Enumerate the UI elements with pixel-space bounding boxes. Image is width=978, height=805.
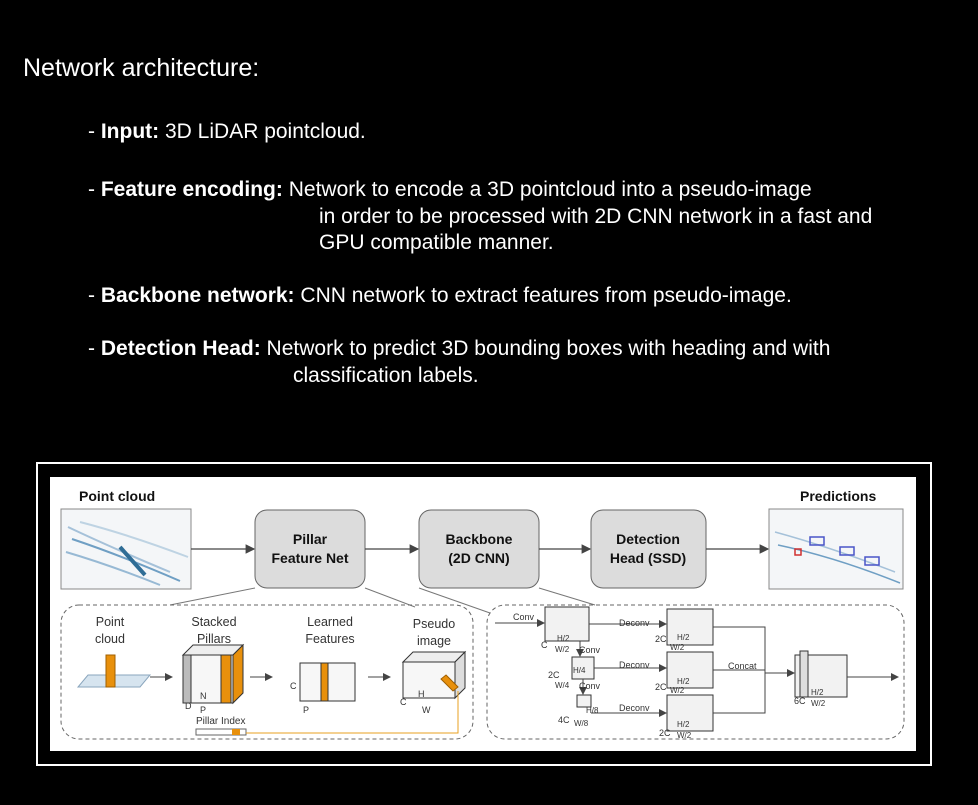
dim-6c: 6C: [794, 696, 806, 706]
architecture-figure: Point cloud Pillar Feature Net Backbone …: [50, 477, 916, 751]
detection-head-label: Head (SSD): [610, 550, 686, 566]
axis-label-n: N: [200, 691, 207, 701]
stacked-pillars-cube: [181, 643, 245, 705]
bullet-text: 3D LiDAR pointcloud.: [165, 120, 366, 143]
pseudo-image-cube: [401, 650, 467, 700]
dim-h4: H/4: [573, 666, 586, 675]
pointpillars-diagram: Point cloud Pillar Feature Net Backbone …: [60, 488, 905, 740]
bullet-continuation: classification labels.: [293, 364, 479, 387]
connector-line: [169, 587, 256, 606]
detection-head-box: [590, 509, 707, 589]
pillar-index-label: Pillar Index: [196, 716, 245, 727]
stacked-pillars-label: Stacked: [191, 615, 236, 629]
bullet-continuation: GPU compatible manner.: [319, 231, 554, 254]
figure-frame: [36, 462, 932, 766]
dim-h2: H/2: [677, 720, 690, 729]
pillar-index-connector: [246, 691, 459, 734]
backbone-label: (2D CNN): [448, 550, 509, 566]
bullet-detection-head: - Detection Head: Network to predict 3D …: [88, 335, 830, 362]
axis-label-c: C: [400, 697, 407, 707]
bullet-label: Input:: [100, 120, 160, 143]
conv-label: Conv: [579, 681, 601, 691]
stacked-pillars-label: Pillars: [197, 632, 231, 646]
pseudo-image-label: Pseudo: [413, 617, 455, 631]
dim-w2: W/2: [670, 643, 685, 652]
dim-w4: W/4: [555, 681, 570, 690]
pillar-index-bar: [195, 728, 247, 736]
bullet-dash: -: [88, 337, 95, 360]
backbone-detail: [486, 604, 905, 740]
sub-point-cloud-label: cloud: [95, 632, 125, 646]
lidar-scan-icon: [65, 521, 189, 586]
bullet-dash: -: [88, 178, 95, 201]
deconv-label: Deconv: [619, 660, 650, 670]
conv-label: Conv: [579, 645, 601, 655]
learned-features-block: [299, 662, 356, 702]
axis-label-d: D: [185, 701, 192, 711]
dim-w2: W/2: [677, 731, 692, 740]
bullet-dash: -: [88, 284, 95, 307]
bullet-text: Network to predict 3D bounding boxes wit…: [266, 337, 831, 360]
detection-head-label: Detection: [616, 531, 680, 547]
axis-label-c: C: [290, 681, 297, 691]
dim-2c: 2C: [548, 670, 560, 680]
pillar-feature-net-box: [254, 509, 366, 589]
connector-line: [418, 587, 491, 614]
axis-label-p: P: [200, 705, 206, 715]
backbone-blocks: [544, 606, 848, 732]
learned-features-label: Features: [305, 632, 354, 646]
deconv-label: Deconv: [619, 703, 650, 713]
dim-h8: H/8: [586, 706, 599, 715]
dim-h2: H/2: [811, 688, 824, 697]
dim-2c: 2C: [655, 682, 667, 692]
bullet-label: Backbone network:: [100, 284, 295, 307]
bullet-text: Network to encode a 3D pointcloud into a…: [288, 178, 812, 201]
axis-label-p: P: [303, 705, 309, 715]
dim-h2: H/2: [677, 677, 690, 686]
point-cloud-title: Point cloud: [79, 488, 155, 504]
dim-w2: W/2: [811, 699, 826, 708]
dim-h2: H/2: [677, 633, 690, 642]
dim-w2: W/2: [555, 645, 570, 654]
dim-2c: 2C: [659, 728, 671, 738]
dim-w2: W/2: [670, 686, 685, 695]
pillar-feature-net-label: Feature Net: [271, 550, 348, 566]
mini-point-cloud-icon: [76, 654, 152, 688]
pillar-feature-net-detail: [60, 604, 474, 740]
bullet-dash: -: [88, 120, 95, 143]
dim-4c: 4C: [558, 715, 570, 725]
bullet-text: CNN network to extract features from pse…: [300, 284, 792, 307]
axis-label-w: W: [422, 705, 431, 715]
learned-features-label: Learned: [307, 615, 353, 629]
bullet-label: Detection Head:: [100, 337, 261, 360]
dim-h2: H/2: [557, 634, 570, 643]
dim-w8: W/8: [574, 719, 589, 728]
sub-point-cloud-label: Point: [96, 615, 125, 629]
bullet-continuation: in order to be processed with 2D CNN net…: [319, 205, 873, 228]
predictions-title: Predictions: [800, 488, 876, 504]
slide-heading: Network architecture:: [23, 54, 260, 82]
dim-2c: 2C: [655, 634, 667, 644]
bullet-backbone: - Backbone network: CNN network to extra…: [88, 282, 792, 309]
axis-label-h: H: [418, 689, 425, 699]
dim-c: C: [541, 640, 548, 650]
conv-label: Conv: [513, 612, 535, 622]
backbone-label: Backbone: [446, 531, 513, 547]
bullet-feature-encoding: - Feature encoding: Network to encode a …: [88, 176, 812, 203]
connector-line: [364, 587, 416, 608]
connector-line: [538, 587, 596, 606]
backbone-box: [418, 509, 540, 589]
predictions-scan-icon: [774, 531, 901, 584]
pillar-feature-net-label: Pillar: [293, 531, 328, 547]
pillar-index-marker: [232, 729, 240, 735]
backbone-arrows: [495, 619, 899, 717]
pseudo-image-label: image: [417, 634, 451, 648]
concat-label: Concat: [728, 661, 757, 671]
bullet-input: - Input: 3D LiDAR pointcloud.: [88, 118, 366, 145]
deconv-label: Deconv: [619, 618, 650, 628]
bullet-label: Feature encoding:: [100, 178, 283, 201]
